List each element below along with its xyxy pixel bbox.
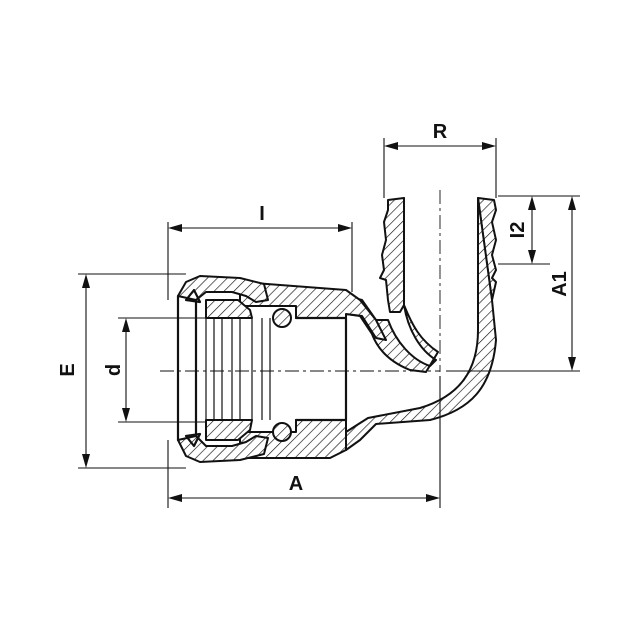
elbow-fitting-section	[176, 197, 497, 463]
push-fit-body-bottom	[239, 419, 347, 459]
nut-face-outline	[176, 294, 198, 442]
dimension-d-label: d	[103, 364, 125, 376]
dimension-e: E	[57, 273, 186, 469]
dimension-a-label: A	[289, 473, 303, 495]
o-ring-bottom	[272, 422, 292, 442]
grip-ring-top	[205, 299, 253, 319]
dimension-r-label: R	[433, 121, 448, 143]
dimension-a1: A1	[446, 195, 580, 372]
dimension-d: d	[103, 317, 206, 423]
grip-marker-bottom	[184, 432, 202, 448]
union-nut-top	[177, 275, 269, 303]
union-nut-bottom	[177, 435, 269, 463]
collet-sleeve	[205, 317, 271, 421]
dimension-e-label: E	[57, 363, 79, 376]
dimension-i-label: I	[259, 203, 265, 225]
dimension-i: I	[167, 203, 353, 300]
dimension-i2-label: I2	[507, 222, 529, 239]
grip-marker-top	[184, 288, 202, 304]
dimension-r: R	[383, 121, 497, 198]
o-ring-top	[272, 308, 292, 328]
bore-outline	[294, 316, 348, 422]
dimension-a: A	[167, 376, 441, 508]
threaded-end-left-wall	[379, 197, 405, 313]
elbow-outer-wall	[345, 197, 497, 451]
dimension-a1-label: A1	[549, 271, 571, 297]
dimension-i2: I2	[498, 195, 550, 265]
push-fit-body-top	[239, 281, 387, 341]
